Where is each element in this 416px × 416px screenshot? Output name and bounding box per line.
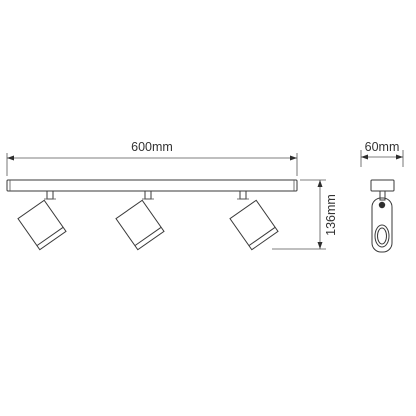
side-view [370,179,395,253]
spotlight-2 [115,190,165,251]
spotlight-3-head [229,199,279,251]
width-arrow-left [7,155,14,161]
track-body [6,179,298,192]
spotlight-3 [229,190,279,251]
width-dimension: 600mm [6,140,298,176]
height-arrow-bottom [317,242,323,249]
depth-dimension: 60mm [360,140,404,167]
side-view-joint [378,201,386,209]
spotlight-3-stem [239,190,247,200]
spotlight-1-stem [46,190,54,200]
spotlight-1-lens-rim [36,226,64,247]
side-view-track [370,179,395,192]
spotlight-2-lens-rim [134,226,162,247]
side-view-stem [379,190,386,201]
track-bar [6,179,298,192]
spotlight-1 [17,190,67,251]
side-view-lens-inner [377,227,387,245]
width-label: 600mm [131,140,173,154]
depth-arrow-right [396,154,403,160]
height-dimension: 136mm [272,179,338,250]
spotlight-1-head [17,199,67,251]
height-arrow-top [317,180,323,187]
depth-label: 60mm [365,140,400,154]
side-view-head [371,197,393,253]
width-arrow-right [290,155,297,161]
side-view-lens-outer [374,224,390,248]
spotlight-3-lens-rim [248,226,276,247]
depth-arrow-left [361,154,368,160]
height-label: 136mm [324,194,338,236]
spotlight-2-head [115,199,165,251]
spotlight-2-stem [144,190,152,200]
